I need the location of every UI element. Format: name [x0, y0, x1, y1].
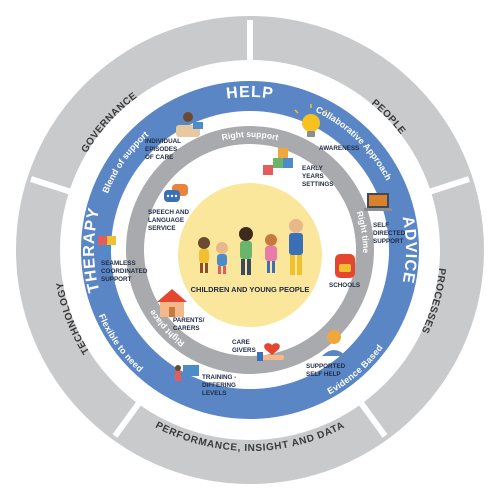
item-line: LANGUAGE	[148, 217, 184, 224]
item-line: AWARENESS	[319, 145, 359, 152]
item-training: TRAINING - DIFFERING LEVELS	[202, 374, 236, 397]
individual-care-icon	[176, 112, 203, 137]
item-self-directed: SELF DIRECTED SUPPORT	[373, 222, 406, 245]
item-line: SERVICE	[148, 225, 176, 232]
item-early-years: EARLY YEARS SETTINGS	[302, 165, 334, 188]
item-line: SUPPORTED	[306, 363, 346, 370]
svg-text:THERAPY: THERAPY	[81, 206, 103, 294]
item-line: SCHOOLS	[329, 282, 360, 289]
item-care-givers: CARE GIVERS	[232, 339, 256, 354]
item-line: SELF HELP	[306, 371, 341, 378]
svg-text:HELP: HELP	[225, 84, 274, 103]
item-line: SELF	[373, 222, 389, 229]
laptop-icon	[364, 193, 392, 211]
item-line: EPISODES	[145, 146, 177, 153]
item-line: EARLY	[302, 165, 324, 172]
item-line: CARE	[232, 339, 250, 346]
advice-label: ADVICE	[399, 215, 418, 286]
house-icon	[157, 289, 187, 317]
item-line: SPEECH AND	[148, 209, 190, 216]
item-awareness: AWARENESS	[319, 145, 359, 152]
item-line: SUPPORT	[101, 276, 132, 283]
item-line: SUPPORT	[373, 238, 404, 245]
item-line: SEAMLESS	[101, 260, 136, 267]
item-speech-language: SPEECH AND LANGUAGE SERVICE	[148, 209, 190, 232]
item-line: DIRECTED	[373, 230, 406, 237]
chat-bubbles-icon	[164, 184, 188, 202]
item-individual-episodes: INDIVIDUAL EPISODES OF CARE	[145, 138, 181, 161]
item-line: COORDINATED	[101, 268, 148, 275]
help-label: HELP	[225, 84, 273, 103]
item-line: SETTINGS	[302, 181, 334, 188]
svg-text:ADVICE: ADVICE	[399, 215, 419, 286]
item-line: TRAINING -	[202, 374, 236, 381]
headset-person-icon	[322, 330, 346, 356]
item-line: OF CARE	[145, 154, 173, 161]
item-line: CARERS	[173, 325, 200, 332]
item-seamless: SEAMLESS COORDINATED SUPPORT	[101, 260, 148, 283]
item-line: YEARS	[302, 173, 324, 180]
therapy-label: THERAPY	[81, 206, 102, 294]
item-parents-carers: PARENTS/ CARERS	[173, 317, 205, 332]
item-line: LEVELS	[202, 390, 227, 397]
abc-blocks-icon	[263, 148, 293, 175]
presenter-icon	[175, 365, 199, 381]
lightbulb-icon	[294, 104, 328, 137]
item-schools: SCHOOLS	[329, 282, 360, 289]
item-line: GIVERS	[232, 347, 256, 354]
puzzle-icon	[98, 236, 116, 254]
item-line: INDIVIDUAL	[145, 138, 181, 145]
item-supported-self-help: SUPPORTED SELF HELP	[306, 363, 346, 378]
center-title: CHILDREN AND YOUNG PEOPLE	[191, 285, 310, 294]
heart-hand-icon	[257, 343, 284, 361]
item-line: DIFFERING	[202, 382, 236, 389]
children-illustration	[198, 219, 303, 275]
item-line: PARENTS/	[173, 317, 205, 324]
backpack-icon	[335, 254, 355, 278]
